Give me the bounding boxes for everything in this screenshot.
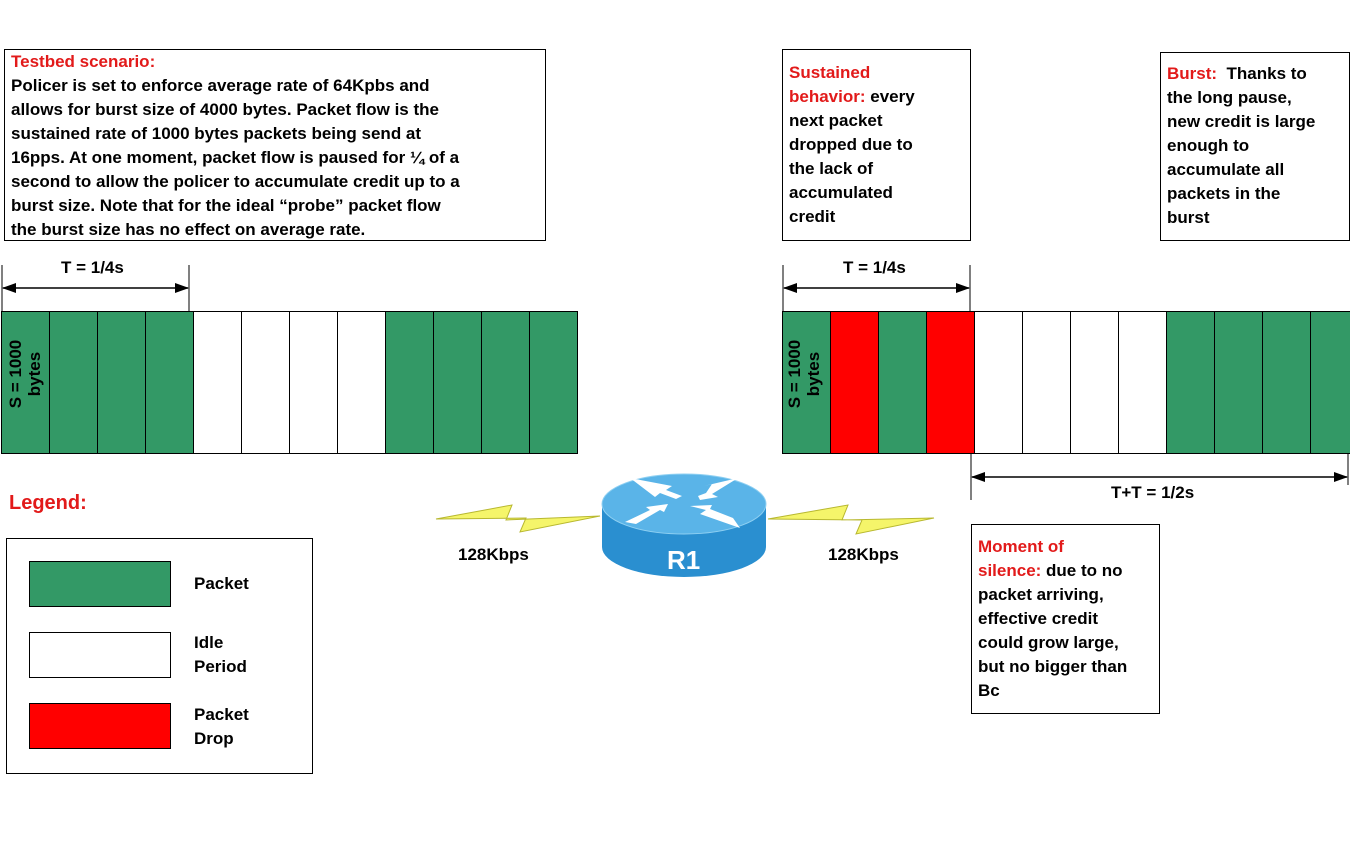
legend-swatch-drop (29, 703, 171, 749)
testbed-line: sustained rate of 1000 bytes packets bei… (11, 124, 422, 143)
timeline-cell-packet (878, 311, 926, 454)
silence-line: but no bigger than (978, 657, 1128, 676)
testbed-line: allows for burst size of 4000 bytes. Pac… (11, 100, 439, 119)
burst-line: accumulate all (1167, 160, 1285, 179)
sustained-title-1: Sustained (789, 63, 871, 82)
timeline-cell-packet (529, 311, 577, 454)
right-link-label: 128Kbps (828, 545, 899, 564)
timeline-cell-packet (1310, 311, 1350, 454)
testbed-scenario-box: Testbed scenario: Policer is set to enfo… (4, 49, 546, 241)
timeline-cell-packet (1262, 311, 1310, 454)
left-packet-strip (1, 311, 578, 454)
timeline-cell-packet (782, 311, 830, 454)
timeline-cell-idle (1118, 311, 1166, 454)
burst-after-title: Thanks to (1217, 64, 1307, 83)
left-period-arrow (1, 265, 190, 311)
legend-text-idle: Idle Period (194, 631, 247, 679)
timeline-cell-idle (241, 311, 289, 454)
testbed-line: second to allow the policer to accumulat… (11, 172, 460, 191)
timeline-cell-idle (974, 311, 1022, 454)
timeline-cell-idle (289, 311, 337, 454)
legend-text-drop: Packet Drop (194, 703, 249, 751)
silence-title-1: Moment of (978, 537, 1064, 556)
legend-text-packet: Packet (194, 572, 249, 596)
timeline-cell-packet (49, 311, 97, 454)
timeline-cell-idle (193, 311, 241, 454)
burst-line: burst (1167, 208, 1210, 227)
timeline-cell-packet (145, 311, 193, 454)
timeline-cell-idle (1022, 311, 1070, 454)
router-name: R1 (667, 545, 701, 575)
sustained-behavior-box: Sustained behavior: every next packet dr… (782, 49, 971, 241)
timeline-cell-packet (97, 311, 145, 454)
silence-after-title: due to no (1041, 561, 1123, 580)
legend-label: Idle (194, 633, 224, 652)
silence-line: Bc (978, 681, 1000, 700)
burst-line: new credit is large (1167, 112, 1316, 131)
span-arrow (970, 454, 1349, 500)
sustained-after-title: every (865, 87, 915, 106)
sustained-line: the lack of (789, 159, 874, 178)
legend-label: Drop (194, 729, 234, 748)
right-link-bolt (767, 504, 935, 535)
sustained-line: credit (789, 207, 836, 226)
silence-line: effective credit (978, 609, 1098, 628)
sustained-line: next packet (789, 111, 883, 130)
timeline-cell-packet (1166, 311, 1214, 454)
timeline-cell-drop (926, 311, 974, 454)
silence-title-2: silence: (978, 561, 1042, 580)
left-link-bolt (435, 504, 601, 533)
burst-line: enough to (1167, 136, 1250, 155)
silence-line: could grow large, (978, 633, 1119, 652)
timeline-cell-packet (433, 311, 481, 454)
sustained-line: dropped due to (789, 135, 913, 154)
legend-label: Packet (194, 574, 249, 593)
timeline-cell-packet (385, 311, 433, 454)
testbed-title: Testbed scenario: (11, 52, 156, 71)
router-icon (601, 473, 767, 577)
legend-swatch-idle (29, 632, 171, 678)
burst-line: the long pause, (1167, 88, 1292, 107)
burst-line: packets in the (1167, 184, 1281, 203)
left-link-label: 128Kbps (458, 545, 529, 564)
right-period-label: T = 1/4s (843, 258, 906, 277)
sustained-line: accumulated (789, 183, 893, 202)
legend-swatch-packet (29, 561, 171, 607)
timeline-cell-idle (1070, 311, 1118, 454)
timeline-cell-drop (830, 311, 878, 454)
testbed-line: burst size. Note that for the ideal “pro… (11, 196, 441, 215)
right-packet-strip (782, 311, 1350, 454)
right-span-label: T+T = 1/2s (1111, 483, 1195, 502)
legend-title: Legend: (9, 492, 87, 514)
testbed-line: Policer is set to enforce average rate o… (11, 76, 430, 95)
testbed-line: 16pps. At one moment, packet flow is pau… (11, 148, 460, 167)
sustained-title-2: behavior: (789, 87, 866, 106)
legend-label: Packet (194, 705, 249, 724)
timeline-cell-packet (1214, 311, 1262, 454)
timeline-cell-packet (481, 311, 529, 454)
silence-line: packet arriving, (978, 585, 1104, 604)
silence-box: Moment of silence: due to no packet arri… (971, 524, 1160, 714)
right-period-arrow (782, 265, 971, 311)
testbed-line: the burst size has no effect on average … (11, 220, 366, 239)
legend-label: Period (194, 657, 247, 676)
timeline-cell-packet (1, 311, 49, 454)
timeline-cell-idle (337, 311, 385, 454)
burst-title: Burst: (1167, 64, 1218, 83)
left-period-label: T = 1/4s (61, 258, 124, 277)
